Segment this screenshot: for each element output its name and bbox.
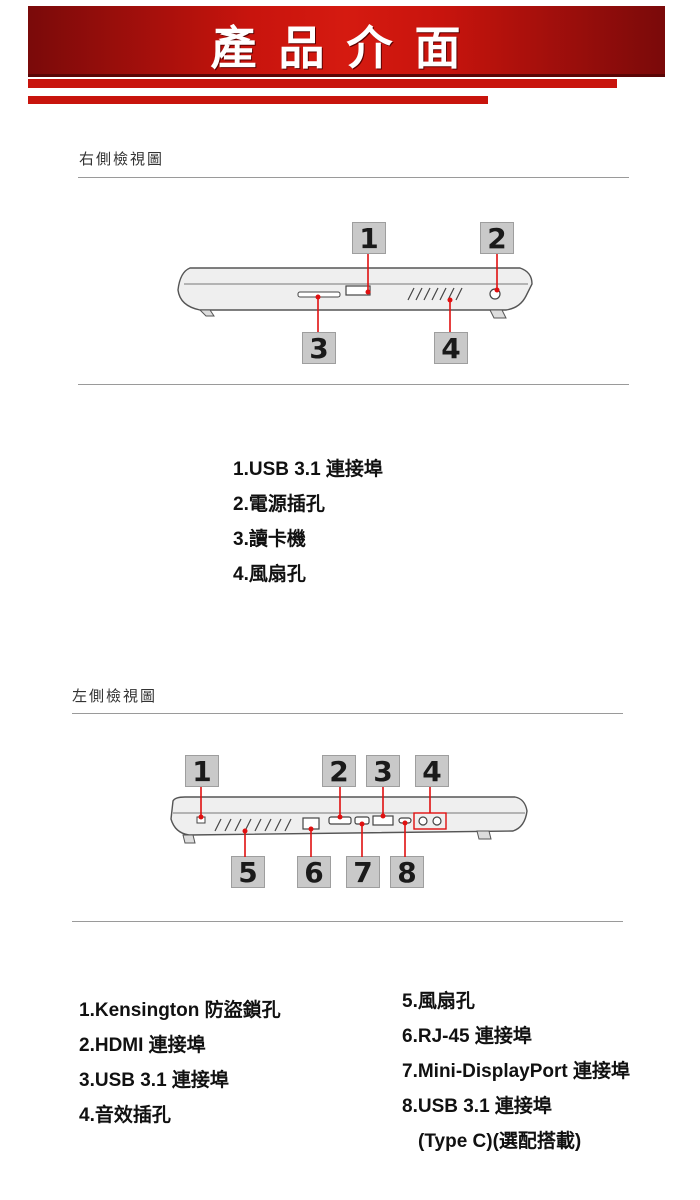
left-callout-5: 5 (231, 856, 265, 889)
right-view-title: 右側檢視圖 (79, 150, 165, 168)
right-view-divider-top (78, 177, 629, 178)
left-callout-1: 1 (185, 755, 219, 788)
right-callout-4: 4 (434, 332, 468, 365)
list-item: 4.音效插孔 (79, 1105, 171, 1126)
left-callout-8: 8 (390, 856, 424, 889)
right-callout-2: 2 (480, 222, 514, 255)
right-view-port-list: 1.USB 3.1 連接埠 2.電源插孔 3.讀卡機 4.風扇孔 (233, 452, 383, 592)
left-view-port-list-col2: 5.風扇孔 6.RJ-45 連接埠 7.Mini-DisplayPort 連接埠… (402, 984, 630, 1159)
header-stripe-bottom (28, 96, 488, 104)
left-view-port-list-col1: 1.Kensington 防盜鎖孔 2.HDMI 連接埠 3.USB 3.1 連… (79, 993, 281, 1133)
list-item: 7.Mini-DisplayPort 連接埠 (402, 1061, 631, 1082)
list-item: 2.電源插孔 (233, 494, 325, 515)
left-callout-7: 7 (346, 856, 380, 889)
left-callout-2: 2 (322, 755, 356, 788)
list-item: 5.風扇孔 (402, 991, 475, 1012)
right-callout-3: 3 (302, 332, 336, 365)
left-callout-6: 6 (297, 856, 331, 889)
left-view-title: 左側檢視圖 (72, 687, 158, 705)
list-item: 8.USB 3.1 連接埠 (402, 1096, 552, 1117)
list-item: 4.風扇孔 (233, 564, 306, 585)
laptop-left-side-illustration (170, 787, 528, 857)
left-callout-4: 4 (415, 755, 449, 788)
list-item-note: (Type C)(選配搭載) (418, 1131, 582, 1152)
header-banner: 產品介面 (28, 6, 665, 77)
left-view-divider-top (72, 713, 623, 714)
header-stripe-top (28, 79, 617, 88)
left-view-divider-bottom (72, 921, 623, 922)
list-item: 6.RJ-45 連接埠 (402, 1026, 532, 1047)
page-title: 產品介面 (210, 21, 483, 75)
list-item: 3.USB 3.1 連接埠 (79, 1070, 229, 1091)
list-item: 3.讀卡機 (233, 529, 306, 550)
right-callout-1: 1 (352, 222, 386, 255)
list-item: 1.USB 3.1 連接埠 (233, 459, 383, 480)
laptop-right-side-illustration (177, 254, 533, 332)
right-view-divider-bottom (78, 384, 629, 385)
list-item: 2.HDMI 連接埠 (79, 1035, 206, 1056)
left-callout-3: 3 (366, 755, 400, 788)
list-item: 1.Kensington 防盜鎖孔 (79, 1000, 281, 1021)
